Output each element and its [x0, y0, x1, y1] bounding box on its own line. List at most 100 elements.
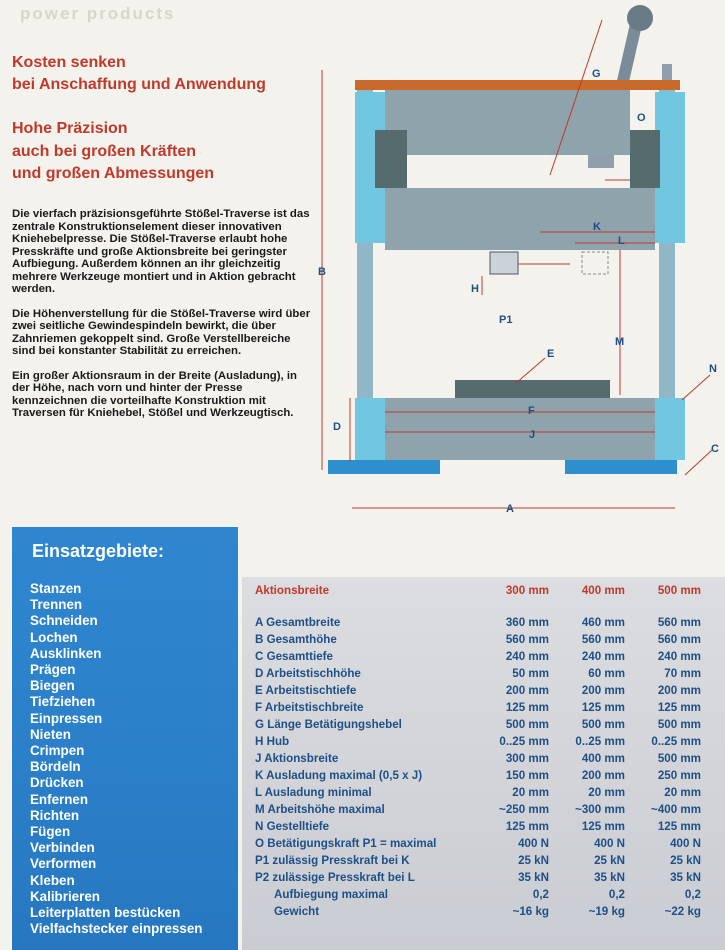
spec-label: J Aktionsbreite [255, 752, 339, 765]
worktable [455, 380, 610, 400]
uses-item: Leiterplatten bestücken [30, 905, 181, 921]
spec-value-300: 50 mm [512, 667, 549, 680]
spec-label: H Hub [255, 735, 290, 748]
label-O: O [637, 112, 646, 124]
spec-value-300: 560 mm [505, 633, 549, 646]
spec-value-500: 125 mm [657, 701, 701, 714]
watermark-text: power products [20, 4, 176, 23]
spec-value-300: 125 mm [505, 820, 549, 833]
spec-label: P1 zulässig Presskraft bei K [255, 854, 410, 867]
spec-value-400: 35 kN [594, 871, 625, 884]
uses-item: Kleben [30, 872, 75, 888]
spec-value-300: ~250 mm [499, 803, 549, 816]
spec-value-300: 360 mm [505, 616, 549, 629]
spec-header-col-1: 300 mm [505, 584, 549, 597]
spec-value-400: 240 mm [581, 650, 625, 663]
dimension-lines [321, 19, 713, 509]
uses-item: Verformen [30, 856, 97, 872]
base-traverse [380, 398, 660, 460]
headline-line-1: Kosten senken [12, 54, 126, 71]
spec-value-500: 200 mm [657, 684, 701, 697]
spec-row: B Gesamthöhe 560 mm 560 mm 560 mm [242, 633, 725, 650]
spec-value-400: 125 mm [581, 701, 625, 714]
label-L: L [618, 235, 625, 247]
spec-label: P2 zulässige Presskraft bei L [255, 871, 415, 884]
spec-label: N Gestelltiefe [255, 820, 330, 833]
paragraph-1: Die vierfach präzisionsgeführte Stößel-T… [12, 208, 310, 295]
spec-label: K Ausladung maximal (0,5 x J) [255, 769, 423, 782]
label-J: J [529, 429, 535, 441]
spec-label: E Arbeitstischtiefe [255, 684, 357, 697]
spec-label: B Gesamthöhe [255, 633, 337, 646]
uses-item: Fügen [30, 824, 71, 840]
spec-value-400: 400 N [594, 837, 625, 850]
label-N: N [709, 363, 717, 375]
spec-value-500: 560 mm [657, 616, 701, 629]
spec-header-col-3: 500 mm [657, 584, 701, 597]
label-F: F [528, 405, 535, 417]
spec-value-300: 240 mm [505, 650, 549, 663]
spec-value-500: ~22 kg [664, 905, 701, 918]
spec-header-label: Aktionsbreite [255, 584, 330, 597]
spec-row: Gewicht~16 kg~19 kg~22 kg [242, 905, 725, 922]
spec-row: C Gesamttiefe 240 mm 240 mm 240 mm [242, 650, 725, 667]
ram-traverse [385, 188, 655, 250]
uses-item: Nieten [30, 726, 71, 742]
uses-item: Vielfachstecker einpressen [30, 921, 203, 937]
uses-item: Richten [30, 807, 80, 823]
spec-value-500: 560 mm [657, 633, 701, 646]
spec-row: H Hub 0..25 mm 0..25 mm 0..25 mm [242, 735, 725, 752]
spec-value-400: 0..25 mm [575, 735, 625, 748]
spec-row: F Arbeitstischbreite 125 mm 125 mm 125 mm [242, 701, 725, 718]
label-H: H [471, 283, 479, 295]
uses-item: Trennen [30, 597, 83, 613]
spec-value-300: 150 mm [505, 769, 549, 782]
label-D: D [333, 421, 341, 433]
spec-value-300: 400 N [518, 837, 549, 850]
spec-value-300: 0,2 [532, 888, 549, 901]
spec-value-500: 0..25 mm [651, 735, 701, 748]
spec-label: F Arbeitstischbreite [255, 701, 364, 714]
spec-value-400: 200 mm [581, 684, 625, 697]
tool-outline [581, 251, 609, 275]
uses-item: Einpressen [30, 710, 103, 726]
uses-title: Einsatzgebiete: [32, 541, 165, 561]
spec-value-500: 500 mm [657, 718, 701, 731]
uses-item: Stanzen [30, 581, 82, 596]
spec-value-500: 125 mm [657, 820, 701, 833]
headline-line-3: Hohe Präzision [12, 120, 128, 137]
uses-item: Tiefziehen [30, 694, 96, 710]
spec-value-300: 0..25 mm [499, 735, 549, 748]
spec-label: C Gesamttiefe [255, 650, 333, 663]
spec-value-500: 250 mm [657, 769, 701, 782]
spec-value-400: 25 kN [594, 854, 625, 867]
right-foot [565, 460, 677, 474]
spec-value-400: ~19 kg [588, 905, 625, 918]
press-diagram: G O K L B H P1 M E N F D J C A [318, 5, 719, 515]
spec-label: M Arbeitshöhe maximal [255, 803, 385, 816]
uses-item: Bördeln [30, 759, 81, 775]
label-E: E [547, 348, 554, 360]
spec-value-300: 125 mm [505, 701, 549, 714]
spec-value-400: ~300 mm [575, 803, 625, 816]
uses-item: Biegen [30, 678, 75, 694]
spec-value-400: 0,2 [608, 888, 625, 901]
spec-value-400: 560 mm [581, 633, 625, 646]
headline-line-5: und großen Abmessungen [12, 165, 215, 182]
spec-value-300: 200 mm [505, 684, 549, 697]
spec-value-300: 25 kN [518, 854, 549, 867]
spec-value-500: 70 mm [664, 667, 701, 680]
spec-value-500: 240 mm [657, 650, 701, 663]
spec-label: Gewicht [274, 905, 320, 918]
uses-item: Kalibrieren [30, 888, 100, 904]
spec-value-500: 20 mm [664, 786, 701, 799]
knee-traverse [385, 90, 630, 155]
paragraph-3: Ein großer Aktionsraum in der Breite (Au… [12, 369, 298, 420]
